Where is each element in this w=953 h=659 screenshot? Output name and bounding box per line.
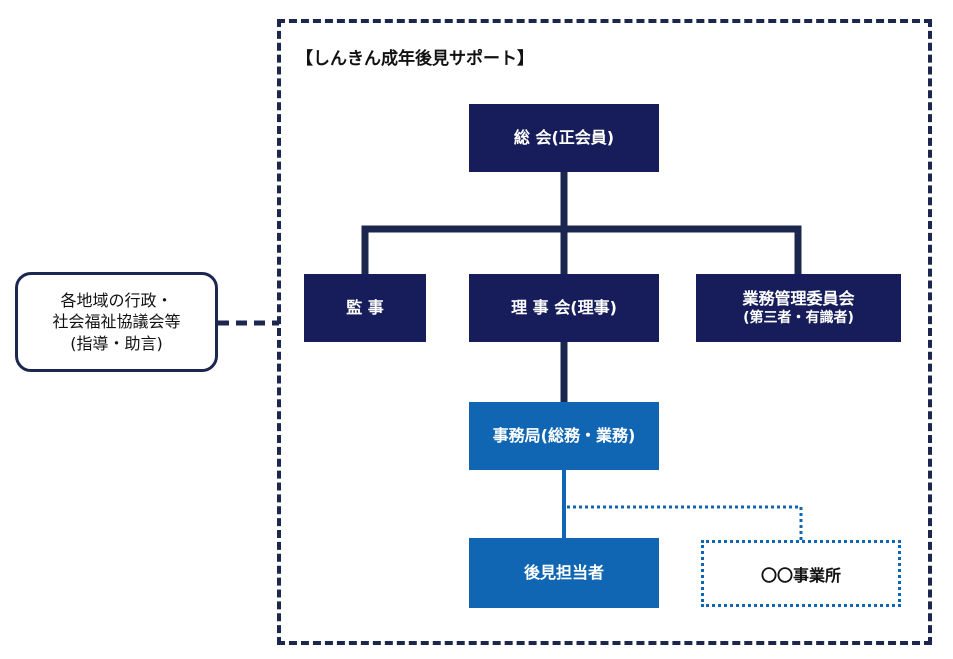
guardian-label: 後見担当者 xyxy=(523,563,604,583)
guardian-box: 後見担当者 xyxy=(469,538,659,608)
org-title: 【しんきん成年後見サポート】 xyxy=(296,49,534,69)
secretariat-label: 事務局(総務・業務) xyxy=(492,426,636,446)
committee-sub-label: (第三者・有識者) xyxy=(743,310,854,327)
board-label: 理 事 会(理事) xyxy=(511,298,617,318)
line-branch xyxy=(361,225,802,274)
external-line-3: (指導・助言) xyxy=(70,333,163,353)
board-box: 理 事 会(理事) xyxy=(469,274,659,342)
general-assembly-label: 総 会(正会員) xyxy=(513,128,615,148)
dotted-link-office xyxy=(567,505,803,540)
committee-label: 業務管理委員会 xyxy=(742,288,855,308)
external-line-2: 社会福祉協議会等 xyxy=(52,312,181,332)
auditor-box: 監 事 xyxy=(304,274,426,342)
office-box: 〇〇事業所 xyxy=(701,540,901,607)
org-boundary-frame xyxy=(277,19,932,645)
external-line-1: 各地域の行政・ xyxy=(60,290,173,310)
general-assembly-box: 総 会(正会員) xyxy=(469,104,659,172)
secretariat-box: 事務局(総務・業務) xyxy=(469,402,659,470)
office-label: 〇〇事業所 xyxy=(760,565,841,585)
committee-box: 業務管理委員会 (第三者・有識者) xyxy=(696,274,901,342)
auditor-label: 監 事 xyxy=(346,298,384,318)
external-advisor-box: 各地域の行政・ 社会福祉協議会等 (指導・助言) xyxy=(15,272,218,372)
